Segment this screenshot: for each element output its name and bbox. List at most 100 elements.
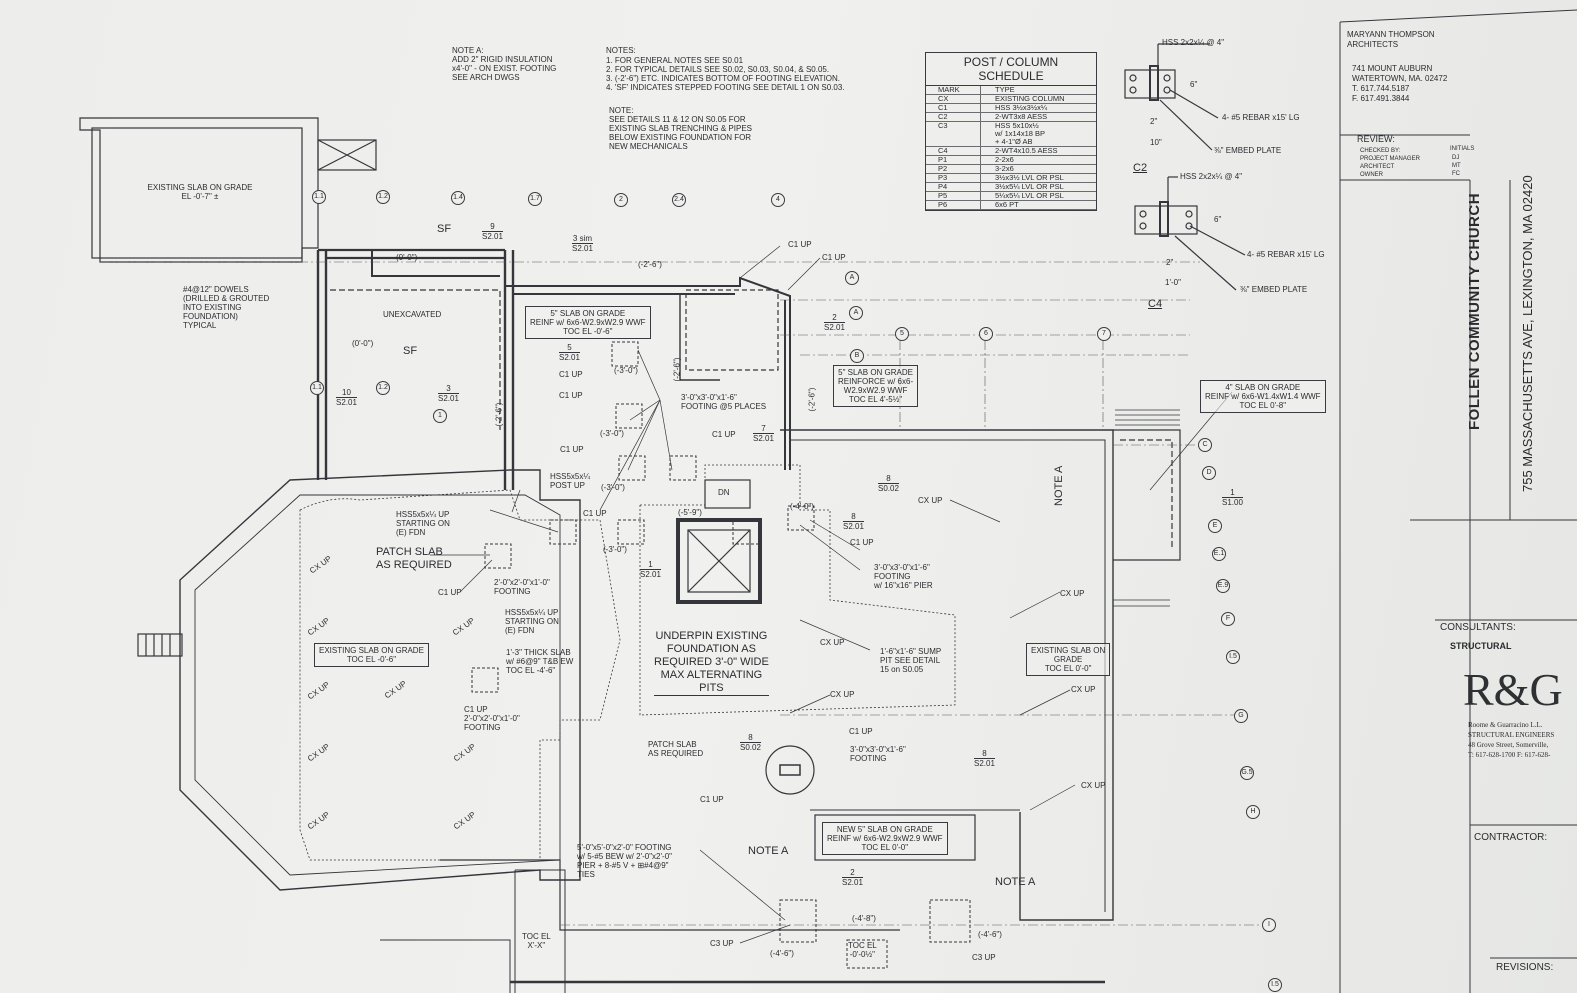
c2-detail-label: C2: [1133, 162, 1148, 174]
rg-logo: R&G: [1463, 664, 1563, 715]
grid-bubble: A: [849, 306, 863, 320]
schedule-mark: P3: [926, 174, 981, 182]
grid-bubble: 6: [979, 327, 993, 341]
column-callout: CX UP: [830, 690, 855, 699]
column-callout: C1 UP: [583, 509, 607, 518]
toc-elevation-label: TOC EL X'-X": [522, 932, 551, 950]
grid-bubble: 7: [1097, 327, 1111, 341]
c2-hss-label: HSS 2x2x¼ @ 4": [1162, 38, 1225, 47]
grid-bubble: E.9: [1216, 579, 1230, 593]
elevation-label: (-2'-6"): [672, 357, 682, 382]
c2-offset-dim: 2": [1150, 117, 1158, 126]
section-number: 8: [878, 474, 899, 484]
elevation-label: (-2'-6"): [807, 387, 817, 412]
column-callout: C1 UP: [559, 391, 583, 400]
section-sheet: S2.01: [843, 522, 864, 531]
section-sheet: S2.01: [559, 353, 580, 362]
section-number: 3: [438, 384, 459, 394]
schedule-col-mark: MARK: [926, 86, 981, 94]
section-sheet: S0.02: [740, 743, 761, 752]
schedule-mark: C2: [926, 113, 981, 121]
grid-bubble: 1.2: [376, 190, 390, 204]
footing-5-places-label: 3'-0"x3'-0"x1'-6" FOOTING @5 PLACES: [681, 393, 767, 411]
c4-rebar-label: 4- #5 REBAR x15' LG: [1247, 250, 1325, 259]
note-item: 3. (-2'-6") ETC. INDICATES BOTTOM OF FOO…: [606, 74, 841, 83]
footing-elevation: (-4'-6"): [978, 930, 1002, 939]
note-item: 1. FOR GENERAL NOTES SEE S0.01: [606, 56, 744, 65]
grid-bubble: E.1: [1212, 547, 1226, 561]
schedule-mark: P4: [926, 183, 981, 191]
review-row: ARCHITECT: [1360, 164, 1395, 170]
initials: FC: [1452, 171, 1460, 177]
grid-bubble: 1.1: [310, 381, 324, 395]
schedule-mark: P5: [926, 192, 981, 200]
c1-footing-label: C1 UP 2'-0"x2'-0"x1'-0" FOOTING: [464, 705, 520, 732]
column-callout: CX UP: [820, 638, 845, 647]
detail-c4: [1134, 176, 1246, 291]
section-sheet: S0.02: [878, 484, 899, 493]
existing-octagon-outline: [179, 469, 581, 891]
note-a-tag: NOTE A: [748, 845, 789, 857]
dowels-note: #4@12" DOWELS (DRILLED & GROUTED INTO EX…: [183, 285, 270, 330]
schedule-type: EXISTING COLUMN: [995, 94, 1065, 103]
schedule-row: C2 2-WT3x8 AESS: [926, 113, 1096, 122]
grid-bubble: I.5: [1268, 978, 1282, 992]
schedule-title: POST / COLUMN SCHEDULE: [926, 53, 1096, 86]
stair-dn-label: DN: [718, 488, 730, 497]
column-callout: CX UP: [1071, 685, 1096, 694]
column-callout: C1 UP: [438, 588, 462, 597]
footing-elevation: (-3'-0"): [601, 483, 625, 492]
footing-3x3-label: 3'-0"x3'-0"x1'-6" FOOTING: [850, 745, 906, 763]
patch-slab-label: PATCH SLAB AS REQUIRED: [648, 740, 704, 758]
grid-bubble: G: [1234, 709, 1248, 723]
column-callout: C1 UP: [822, 253, 846, 262]
grid-bubble: C: [1198, 438, 1212, 452]
section-number: 2: [824, 313, 845, 323]
column-callout: C3 UP: [972, 953, 996, 962]
elevation-label: (0'-0"): [396, 253, 418, 262]
c2-plate-label: ⅜" EMBED PLATE: [1214, 146, 1282, 155]
column-callout: C1 UP: [849, 727, 873, 736]
schedule-mark: P6: [926, 201, 981, 209]
c4-offset-dim: 2": [1166, 258, 1174, 267]
grid-bubble: H: [1246, 805, 1260, 819]
section-sheet: S1.00: [1222, 498, 1243, 507]
underpin-note: UNDERPIN EXISTING FOUNDATION AS REQUIRED…: [654, 630, 769, 696]
big-footing-label: 5'-0"x5'-0"x2'-0" FOOTING w/ 5-#5 BEW w/…: [577, 843, 672, 879]
section-sheet: S2.01: [336, 398, 357, 407]
grid-bubble: 1: [433, 409, 447, 423]
contractor-label: CONTRACTOR:: [1474, 832, 1548, 843]
note-a-text: ADD 2" RIGID INSULATION x4'-0" - ON EXIS…: [452, 55, 557, 82]
patch-slab-label: PATCH SLAB AS REQUIRED: [376, 546, 452, 571]
section-number: 1: [1222, 488, 1243, 498]
grid-bubble: E: [1208, 519, 1222, 533]
unexcavated-label: UNEXCAVATED: [383, 310, 442, 319]
grid-bubble: 1.4: [451, 191, 465, 205]
hss-up-label: HSS5x5x¼ UP STARTING ON (E) FDN: [505, 608, 559, 635]
project-title: FOLLEN COMMUNITY CHURCH: [1466, 192, 1483, 430]
schedule-type: 2-2x6: [995, 155, 1014, 164]
section-sheet: S2.01: [640, 570, 661, 579]
section-sheet: S2.01: [974, 759, 995, 768]
thick-slab-label: 1'-3" THICK SLAB w/ #6@9" T&B EW TOC EL …: [506, 648, 574, 675]
section-number: 7: [753, 424, 774, 434]
column-callout: C1 UP: [559, 370, 583, 379]
schedule-mark: C4: [926, 147, 981, 155]
schedule-type: HSS 5x10x½ w/ 1x14x18 BP + 4-1"Ø AB: [995, 121, 1046, 146]
footing-elevation: (-4'-0"): [790, 502, 814, 511]
footing-elevation: (-5'-9"): [678, 508, 702, 517]
c4-plate-label: ⅜" EMBED PLATE: [1240, 285, 1308, 294]
c4-hss-label: HSS 2x2x¼ @ 4": [1180, 172, 1243, 181]
review-row: PROJECT MANAGER: [1360, 156, 1420, 162]
grid-bubble: I: [1262, 918, 1276, 932]
hss-up-label: HSS5x5x¼ UP STARTING ON (E) FDN: [396, 510, 450, 537]
schedule-type: 2-WT3x8 AESS: [995, 112, 1048, 121]
